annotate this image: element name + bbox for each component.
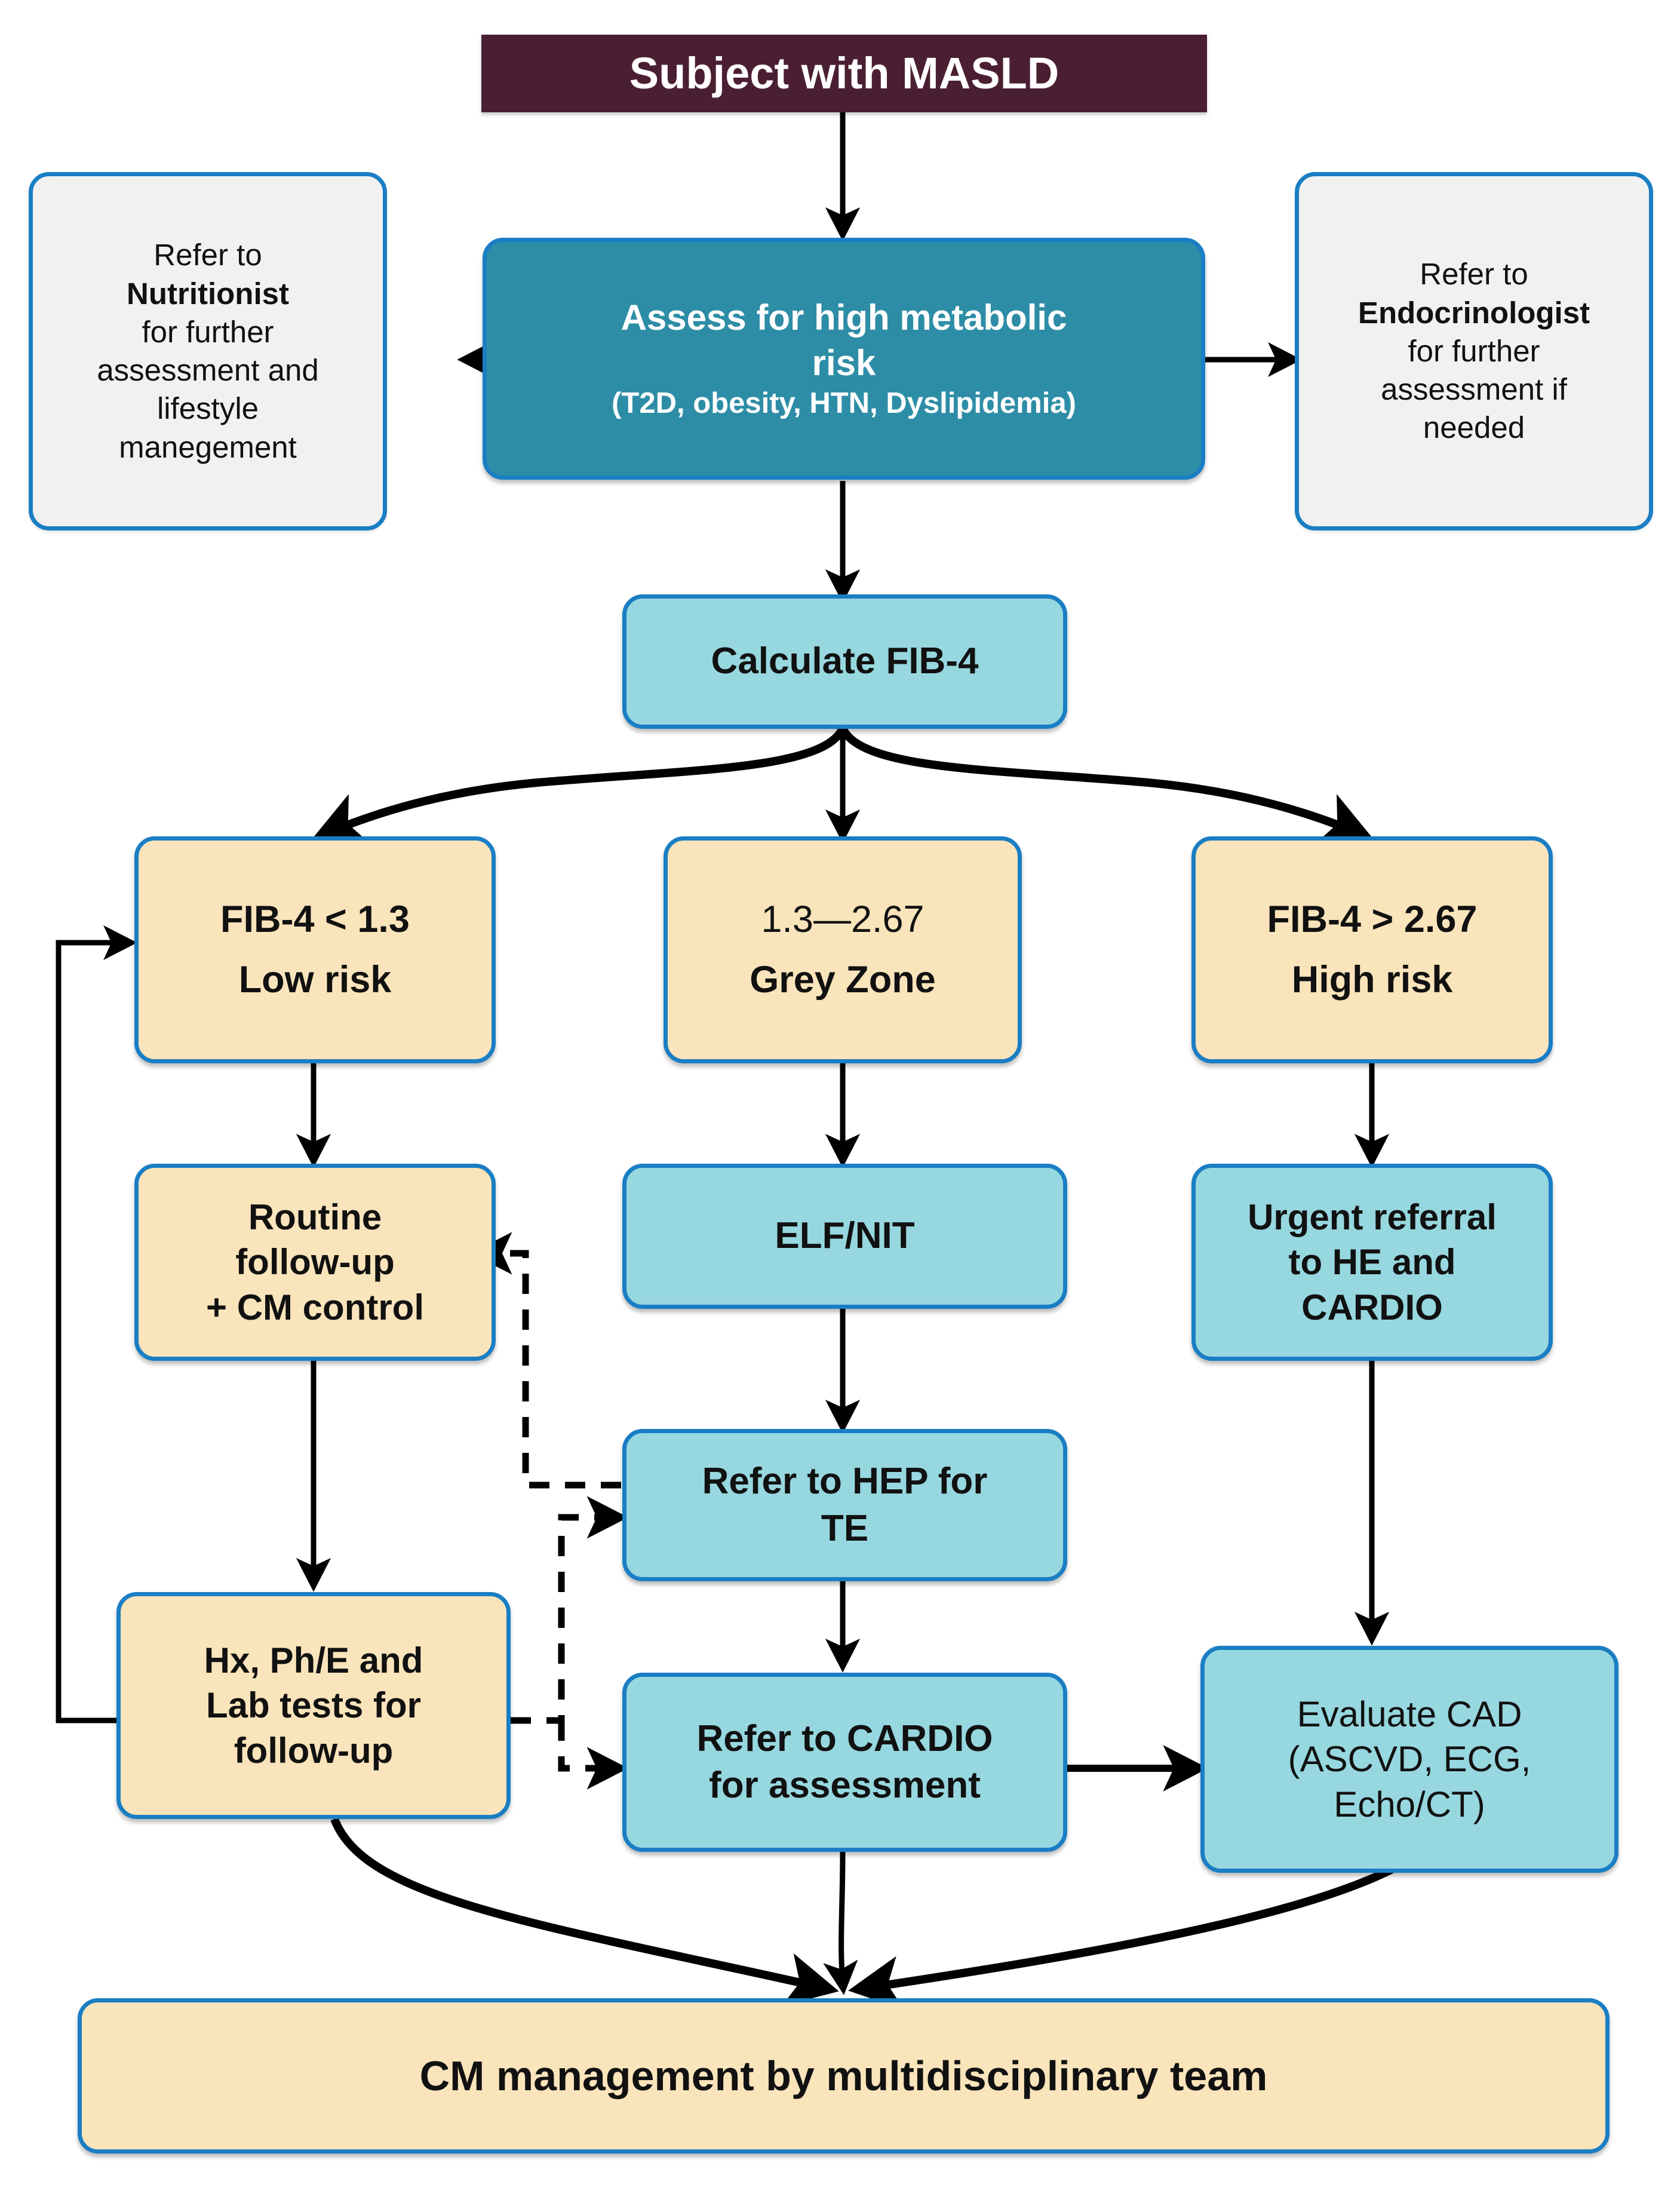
nutritionist-line-3: for further <box>142 314 274 349</box>
fib4-grey-line-2: Grey Zone <box>750 959 936 1001</box>
edge-hx-to-referhep-dashed <box>511 1496 628 1724</box>
node-subject-with-masld[interactable]: Subject with MASLD <box>481 35 1207 112</box>
node-evalcad-text: Evaluate CAD (ASCVD, ECG, Echo/CT) <box>1205 1692 1614 1827</box>
node-fib4-low-text: FIB-4 < 1.3 Low risk <box>139 896 492 1004</box>
node-fib4-low-risk[interactable]: FIB-4 < 1.3 Low risk <box>134 836 496 1063</box>
endocrinologist-line-2: Endocrinologist <box>1357 295 1590 330</box>
node-refer-cardio[interactable]: Refer to CARDIO for assessment <box>622 1673 1067 1852</box>
fib4-high-line-2: High risk <box>1291 959 1453 1001</box>
nutritionist-line-4: assessment and <box>97 353 319 387</box>
urgent-line-2: to HE and <box>1288 1242 1456 1283</box>
node-elfnit-label: ELF/NIT <box>775 1215 915 1257</box>
urgent-line-3: CARDIO <box>1301 1287 1443 1327</box>
edge-calcfib4-to-high <box>839 726 1374 844</box>
routine-line-3: + CM control <box>205 1287 424 1327</box>
edge-refercardio-to-cm <box>823 1851 858 1995</box>
node-calcfib4-label: Calculate FIB-4 <box>711 640 979 682</box>
node-urgent-text: Urgent referral to HE and CARDIO <box>1196 1195 1549 1330</box>
node-fib4-grey-text: 1.3—2.67 Grey Zone <box>668 896 1018 1004</box>
evalcad-line-2: (ASCVD, ECG, <box>1288 1739 1531 1780</box>
node-endocrinologist-text: Refer to Endocrinologist for further ass… <box>1299 255 1649 447</box>
endocrinologist-line-1: Refer to <box>1420 257 1528 292</box>
fib4-high-line-1: FIB-4 > 2.67 <box>1267 898 1478 940</box>
node-refer-endocrinologist[interactable]: Refer to Endocrinologist for further ass… <box>1295 172 1653 530</box>
node-urgent-referral[interactable]: Urgent referral to HE and CARDIO <box>1191 1164 1553 1361</box>
node-fib4-high-risk[interactable]: FIB-4 > 2.67 High risk <box>1191 836 1553 1063</box>
referhep-line-2: TE <box>821 1507 869 1549</box>
routine-line-2: follow-up <box>235 1242 395 1283</box>
hx-line-1: Hx, Ph/E and <box>204 1640 423 1680</box>
node-calculate-fib4[interactable]: Calculate FIB-4 <box>622 594 1067 729</box>
node-refer-nutritionist[interactable]: Refer to Nutritionist for further assess… <box>29 172 387 530</box>
hx-line-2: Lab tests for <box>205 1685 422 1726</box>
fib4-low-line-1: FIB-4 < 1.3 <box>220 898 410 940</box>
nutritionist-line-1: Refer to <box>153 238 262 272</box>
evalcad-line-3: Echo/CT) <box>1334 1784 1485 1824</box>
node-fib4-grey-zone[interactable]: 1.3—2.67 Grey Zone <box>664 836 1022 1063</box>
fib4-grey-line-1: 1.3—2.67 <box>761 898 925 940</box>
node-referhep-text: Refer to HEP for TE <box>626 1458 1063 1551</box>
node-cm-management[interactable]: CM management by multidisciplinary team <box>78 1998 1610 2154</box>
node-routine-text: Routine follow-up + CM control <box>139 1195 492 1330</box>
routine-line-1: Routine <box>248 1197 382 1237</box>
nutritionist-line-2: Nutritionist <box>127 276 289 311</box>
node-fib4-high-text: FIB-4 > 2.67 High risk <box>1196 896 1549 1004</box>
urgent-line-1: Urgent referral <box>1248 1197 1497 1237</box>
node-title-label: Subject with MASLD <box>629 48 1059 99</box>
evalcad-line-1: Evaluate CAD <box>1297 1694 1522 1734</box>
node-refer-hep-te[interactable]: Refer to HEP for TE <box>622 1429 1067 1581</box>
assess-line-1: Assess for high metabolic <box>621 297 1067 338</box>
fib4-low-line-2: Low risk <box>238 959 392 1001</box>
node-assess-text: Assess for high metabolic risk (T2D, obe… <box>487 295 1201 422</box>
nutritionist-line-5: lifestyle <box>156 391 259 426</box>
refercardio-line-1: Refer to CARDIO <box>696 1717 993 1759</box>
assess-line-3: (T2D, obesity, HTN, Dyslipidemia) <box>612 387 1076 420</box>
edge-referhep-to-routine-dashed <box>471 1232 621 1489</box>
assess-line-2: risk <box>812 342 876 383</box>
hx-line-3: follow-up <box>234 1730 394 1771</box>
node-refercardio-text: Refer to CARDIO for assessment <box>626 1716 1063 1809</box>
node-hx-text: Hx, Ph/E and Lab tests for follow-up <box>121 1638 506 1774</box>
endocrinologist-line-3: for further <box>1408 333 1540 368</box>
node-cm-management-label: CM management by multidisciplinary team <box>419 2052 1268 2099</box>
refercardio-line-2: for assessment <box>709 1765 981 1806</box>
nutritionist-line-6: manegement <box>119 430 297 464</box>
edge-calcfib4-to-low <box>311 726 847 844</box>
edge-hx-to-refercardio-dashed <box>558 1720 628 1790</box>
node-assess-high-metabolic-risk[interactable]: Assess for high metabolic risk (T2D, obe… <box>483 238 1205 480</box>
node-routine-followup[interactable]: Routine follow-up + CM control <box>134 1164 496 1361</box>
node-nutritionist-text: Refer to Nutritionist for further assess… <box>33 236 383 467</box>
endocrinologist-line-5: needed <box>1423 410 1525 445</box>
endocrinologist-line-4: assessment if <box>1381 372 1567 407</box>
node-hx-phe-lab-tests[interactable]: Hx, Ph/E and Lab tests for follow-up <box>116 1592 511 1819</box>
referhep-line-1: Refer to HEP for <box>702 1461 988 1502</box>
node-evaluate-cad[interactable]: Evaluate CAD (ASCVD, ECG, Echo/CT) <box>1200 1646 1618 1873</box>
node-elf-nit[interactable]: ELF/NIT <box>622 1164 1067 1309</box>
